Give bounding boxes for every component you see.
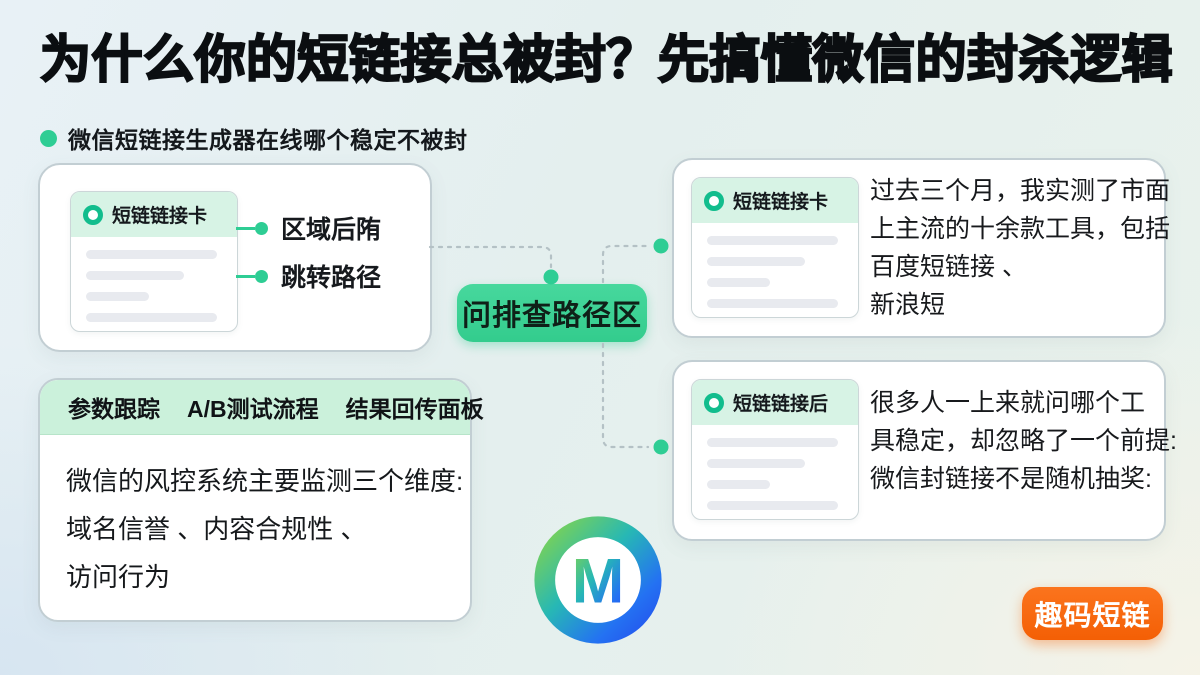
text-line: 新浪短 — [870, 291, 946, 319]
right-top-text: 过去三个月，我实测了市面 上主流的十余款工具，包括 百度短链接 、 新浪短 — [870, 172, 1170, 324]
cta-button[interactable]: 趣码短链 — [1022, 587, 1163, 640]
ring-icon — [83, 204, 103, 225]
skeleton-line — [707, 299, 838, 308]
skeleton-line — [86, 250, 217, 259]
node-dot-icon — [653, 439, 669, 455]
tab-parameter-tracking[interactable]: 参数跟踪 — [68, 396, 160, 422]
text-line: 百度短链接 、 — [870, 253, 1027, 281]
tab-ab-test-flow[interactable]: A/B测试流程 — [187, 396, 319, 422]
bullet-label: 跳转路径 — [281, 264, 382, 292]
text-line: 域名信誉 、内容合规性 、 — [66, 514, 367, 544]
skeleton-line — [707, 278, 770, 287]
text-line: 过去三个月，我实测了市面 — [870, 177, 1171, 205]
text-line: 很多人一上来就问哪个工 — [870, 389, 1146, 417]
text-line: 上主流的十余款工具，包括 — [870, 215, 1171, 243]
subtitle-row: 微信短链接生成器在线哪个稳定不被封 — [40, 121, 468, 155]
bullet-line-icon — [236, 226, 255, 230]
skeleton-line — [86, 292, 149, 301]
ring-icon — [704, 392, 724, 413]
shortlink-card-preview: 短链链接卡 — [70, 191, 238, 332]
center-node-button[interactable]: 问排查路径区 — [457, 284, 647, 342]
skeleton-line — [86, 271, 184, 280]
dot-icon — [40, 129, 57, 147]
node-dot-icon — [543, 269, 559, 285]
bullet-item-region: 区域后陏 — [236, 210, 381, 246]
right-top-card: 短链链接卡 过去三个月，我实测了市面 上主流的十余款工具，包括 百度短链接 、 … — [672, 158, 1170, 338]
right-bottom-text: 很多人一上来就问哪个工 具稳定，却忽略了一个前提: 微信封链接不是随机抽奖: — [870, 384, 1177, 498]
page-title: 为什么你的短链接总被封？先搞懂微信的封杀逻辑 — [39, 30, 1174, 89]
bullet-dot-icon — [255, 221, 268, 235]
mini-card-body — [71, 237, 237, 322]
node-dot-icon — [653, 238, 669, 254]
m-logo-icon: M — [529, 511, 667, 649]
mini-card-header: 短链链接卡 — [71, 192, 237, 237]
bullet-dot-icon — [255, 269, 268, 283]
tab-bar: 参数跟踪 A/B测试流程 结果回传面板 — [40, 380, 484, 435]
left-source-card: 短链链接卡 区域后陏 跳转路径 — [38, 163, 432, 352]
skeleton-line — [707, 459, 805, 468]
connector-node-to-right-top — [601, 244, 652, 284]
panel-body: 微信的风控系统主要监测三个维度: 域名信誉 、内容合规性 、 访问行为 — [40, 435, 470, 601]
logo-letter: M — [572, 547, 625, 617]
mini-card-body — [692, 425, 858, 510]
connector-left-to-node — [428, 245, 553, 269]
mini-card-title: 短链链接后 — [733, 394, 829, 415]
bullet-item-redirect: 跳转路径 — [236, 258, 381, 294]
tab-result-panel[interactable]: 结果回传面板 — [345, 396, 484, 422]
skeleton-line — [707, 257, 805, 266]
text-line: 微信封链接不是随机抽奖: — [870, 465, 1152, 493]
skeleton-line — [707, 236, 838, 245]
bullet-label: 区域后陏 — [281, 216, 382, 244]
bottom-left-panel-card: 参数跟踪 A/B测试流程 结果回传面板 微信的风控系统主要监测三个维度: 域名信… — [38, 378, 484, 622]
text-line: 微信的风控系统主要监测三个维度: — [66, 466, 464, 496]
mini-card-title: 短链链接卡 — [112, 206, 208, 227]
text-line: 具稳定，却忽略了一个前提: — [870, 427, 1177, 455]
mini-card-title: 短链链接卡 — [733, 192, 829, 213]
bullet-line-icon — [236, 274, 255, 278]
subtitle-text: 微信短链接生成器在线哪个稳定不被封 — [68, 127, 468, 153]
logo-ring-icon — [534, 516, 662, 644]
right-bottom-card: 短链链接后 很多人一上来就问哪个工 具稳定，却忽略了一个前提: 微信封链接不是随… — [672, 360, 1177, 541]
skeleton-line — [707, 438, 838, 447]
ring-icon — [704, 190, 724, 211]
connector-node-to-right-bottom — [601, 342, 650, 449]
mini-card-body — [692, 223, 858, 308]
skeleton-line — [707, 501, 838, 510]
mini-card-header: 短链链接后 — [692, 380, 858, 425]
mini-card-header: 短链链接卡 — [692, 178, 858, 223]
shortlink-card-preview: 短链链接后 — [691, 379, 859, 520]
skeleton-line — [707, 480, 770, 489]
skeleton-line — [86, 313, 217, 322]
shortlink-card-preview: 短链链接卡 — [691, 177, 859, 318]
text-line: 访问行为 — [66, 562, 171, 592]
